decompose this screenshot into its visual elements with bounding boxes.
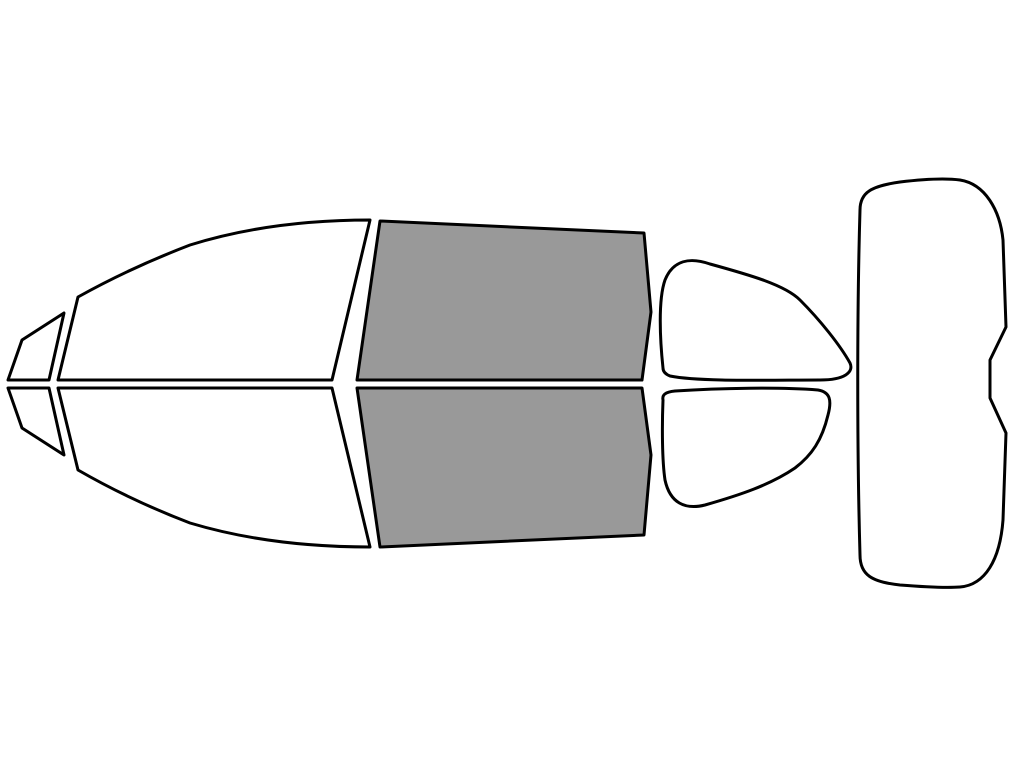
passenger-front-door-window[interactable]: [56, 386, 372, 549]
driver-rear-door-window[interactable]: [355, 219, 653, 382]
passenger-front-vent-window[interactable]: [6, 386, 66, 457]
rear-windshield[interactable]: [856, 177, 1008, 589]
driver-front-vent-window[interactable]: [6, 311, 66, 382]
driver-front-door-window[interactable]: [56, 218, 372, 382]
driver-rear-quarter-window[interactable]: [658, 259, 853, 382]
passenger-rear-door-window[interactable]: [355, 386, 653, 549]
passenger-rear-quarter-window[interactable]: [660, 386, 832, 508]
